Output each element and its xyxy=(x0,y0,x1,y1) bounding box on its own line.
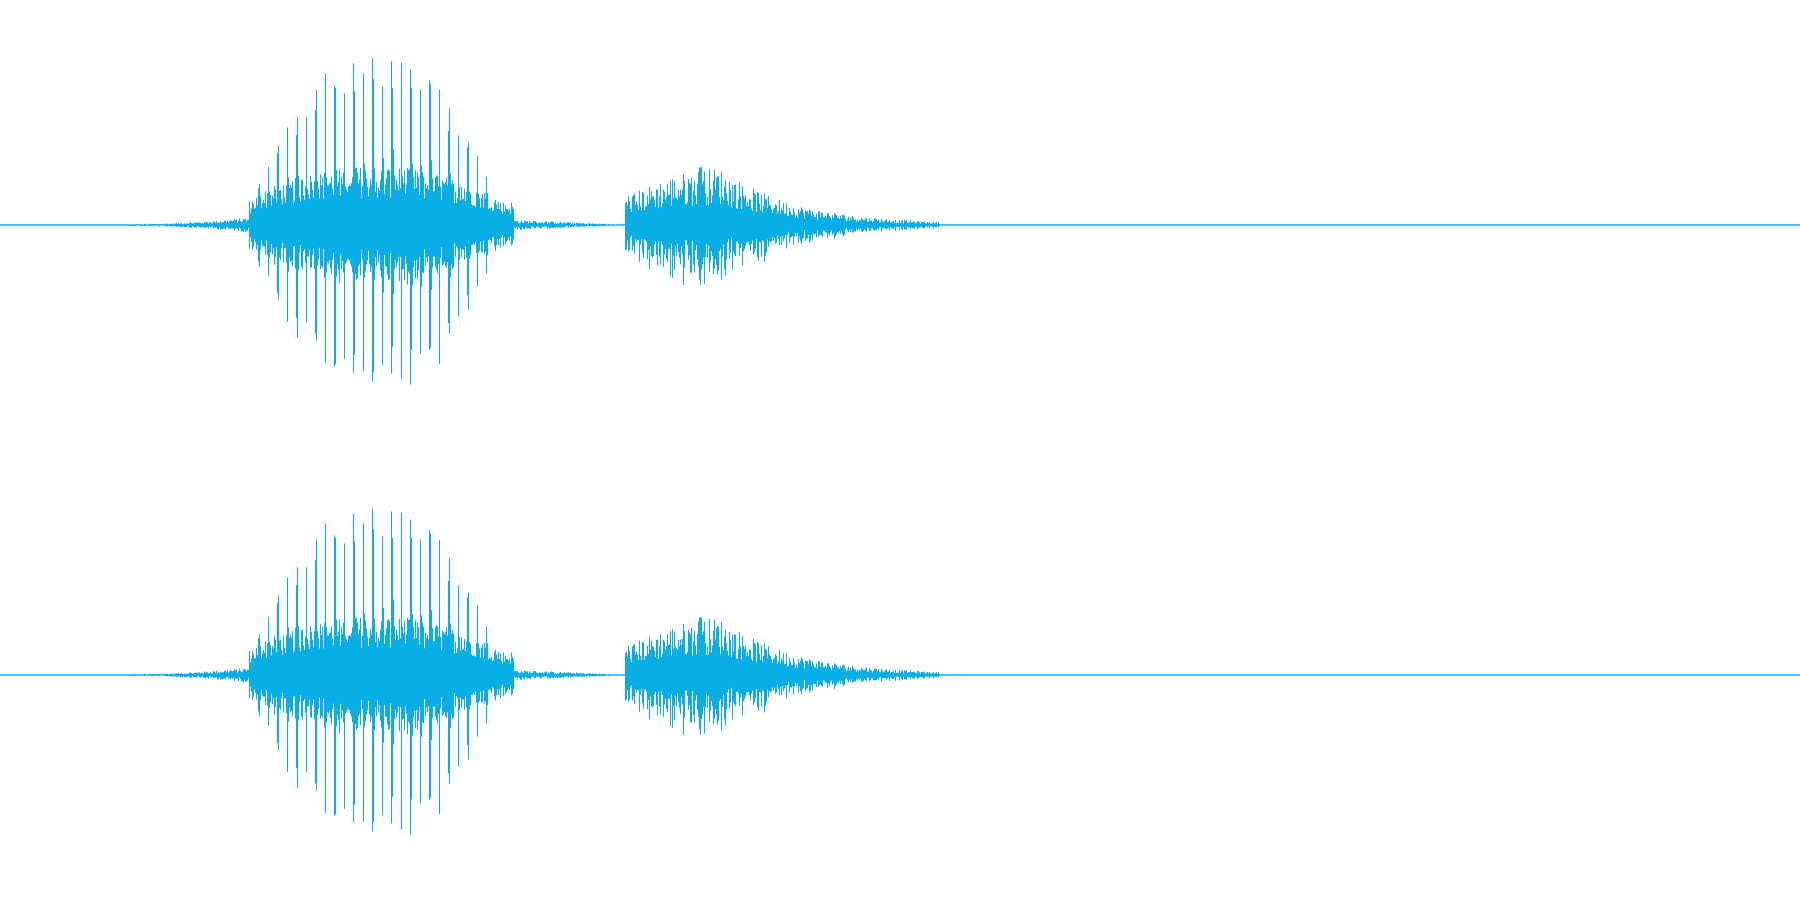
channel-waveform-right xyxy=(0,508,1800,835)
channel-waveform-path xyxy=(0,58,1800,385)
channel-waveform-path xyxy=(0,508,1800,835)
channel-waveform-left xyxy=(0,58,1800,385)
